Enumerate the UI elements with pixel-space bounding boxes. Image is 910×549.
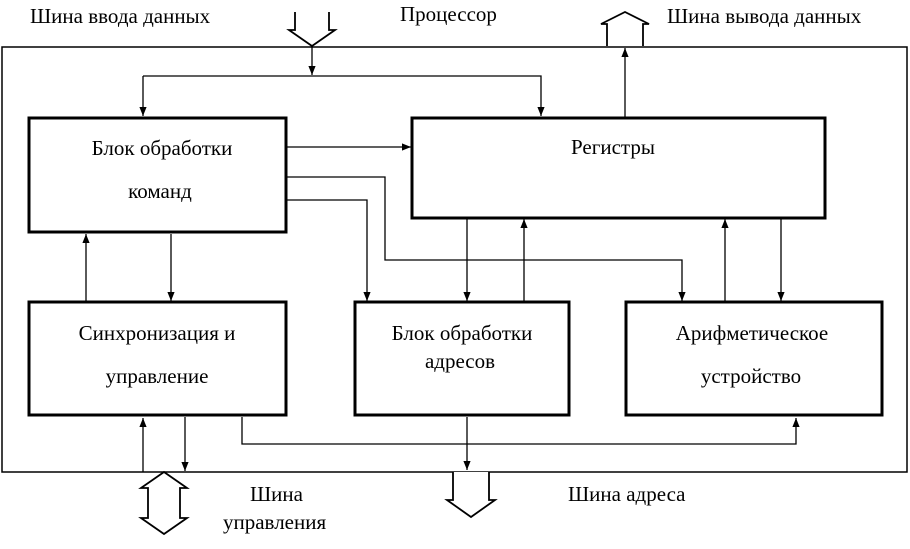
address-unit-label-line2: адресов xyxy=(425,349,495,373)
address-unit-block: Блок обработки адресов xyxy=(353,300,571,417)
command-unit-block: Блок обработки команд xyxy=(27,116,288,234)
address-bus-label: Шина адреса xyxy=(568,482,686,506)
address-unit-label-line1: Блок обработки xyxy=(392,321,533,345)
alu-label-line2: устройство xyxy=(701,364,801,388)
sync-control-block: Синхронизация и управление xyxy=(27,300,288,417)
alu-block: Арифметическое устройство xyxy=(624,300,884,417)
control-bus-label-line2: управления xyxy=(223,510,326,534)
address-bus-arrow xyxy=(444,472,498,519)
output-bus-label: Шина вывода данных xyxy=(667,4,862,28)
input-bus-label: Шина ввода данных xyxy=(30,4,211,28)
registers-block: Регистры xyxy=(410,116,827,220)
control-bus-label-line1: Шина xyxy=(250,482,304,506)
control-bus-arrow xyxy=(138,470,190,536)
sync-control-label-line1: Синхронизация и xyxy=(79,321,236,345)
registers-label: Регистры xyxy=(571,135,655,159)
alu-label-line1: Арифметическое xyxy=(676,321,828,345)
processor-label: Процессор xyxy=(400,2,497,26)
sync-control-label-line2: управление xyxy=(106,364,209,388)
command-unit-label-line1: Блок обработки xyxy=(92,136,233,160)
input-bus-arrow xyxy=(286,12,338,48)
command-unit-label-line2: команд xyxy=(128,179,192,203)
output-bus-arrow xyxy=(600,10,650,46)
connection-lines xyxy=(82,47,800,472)
